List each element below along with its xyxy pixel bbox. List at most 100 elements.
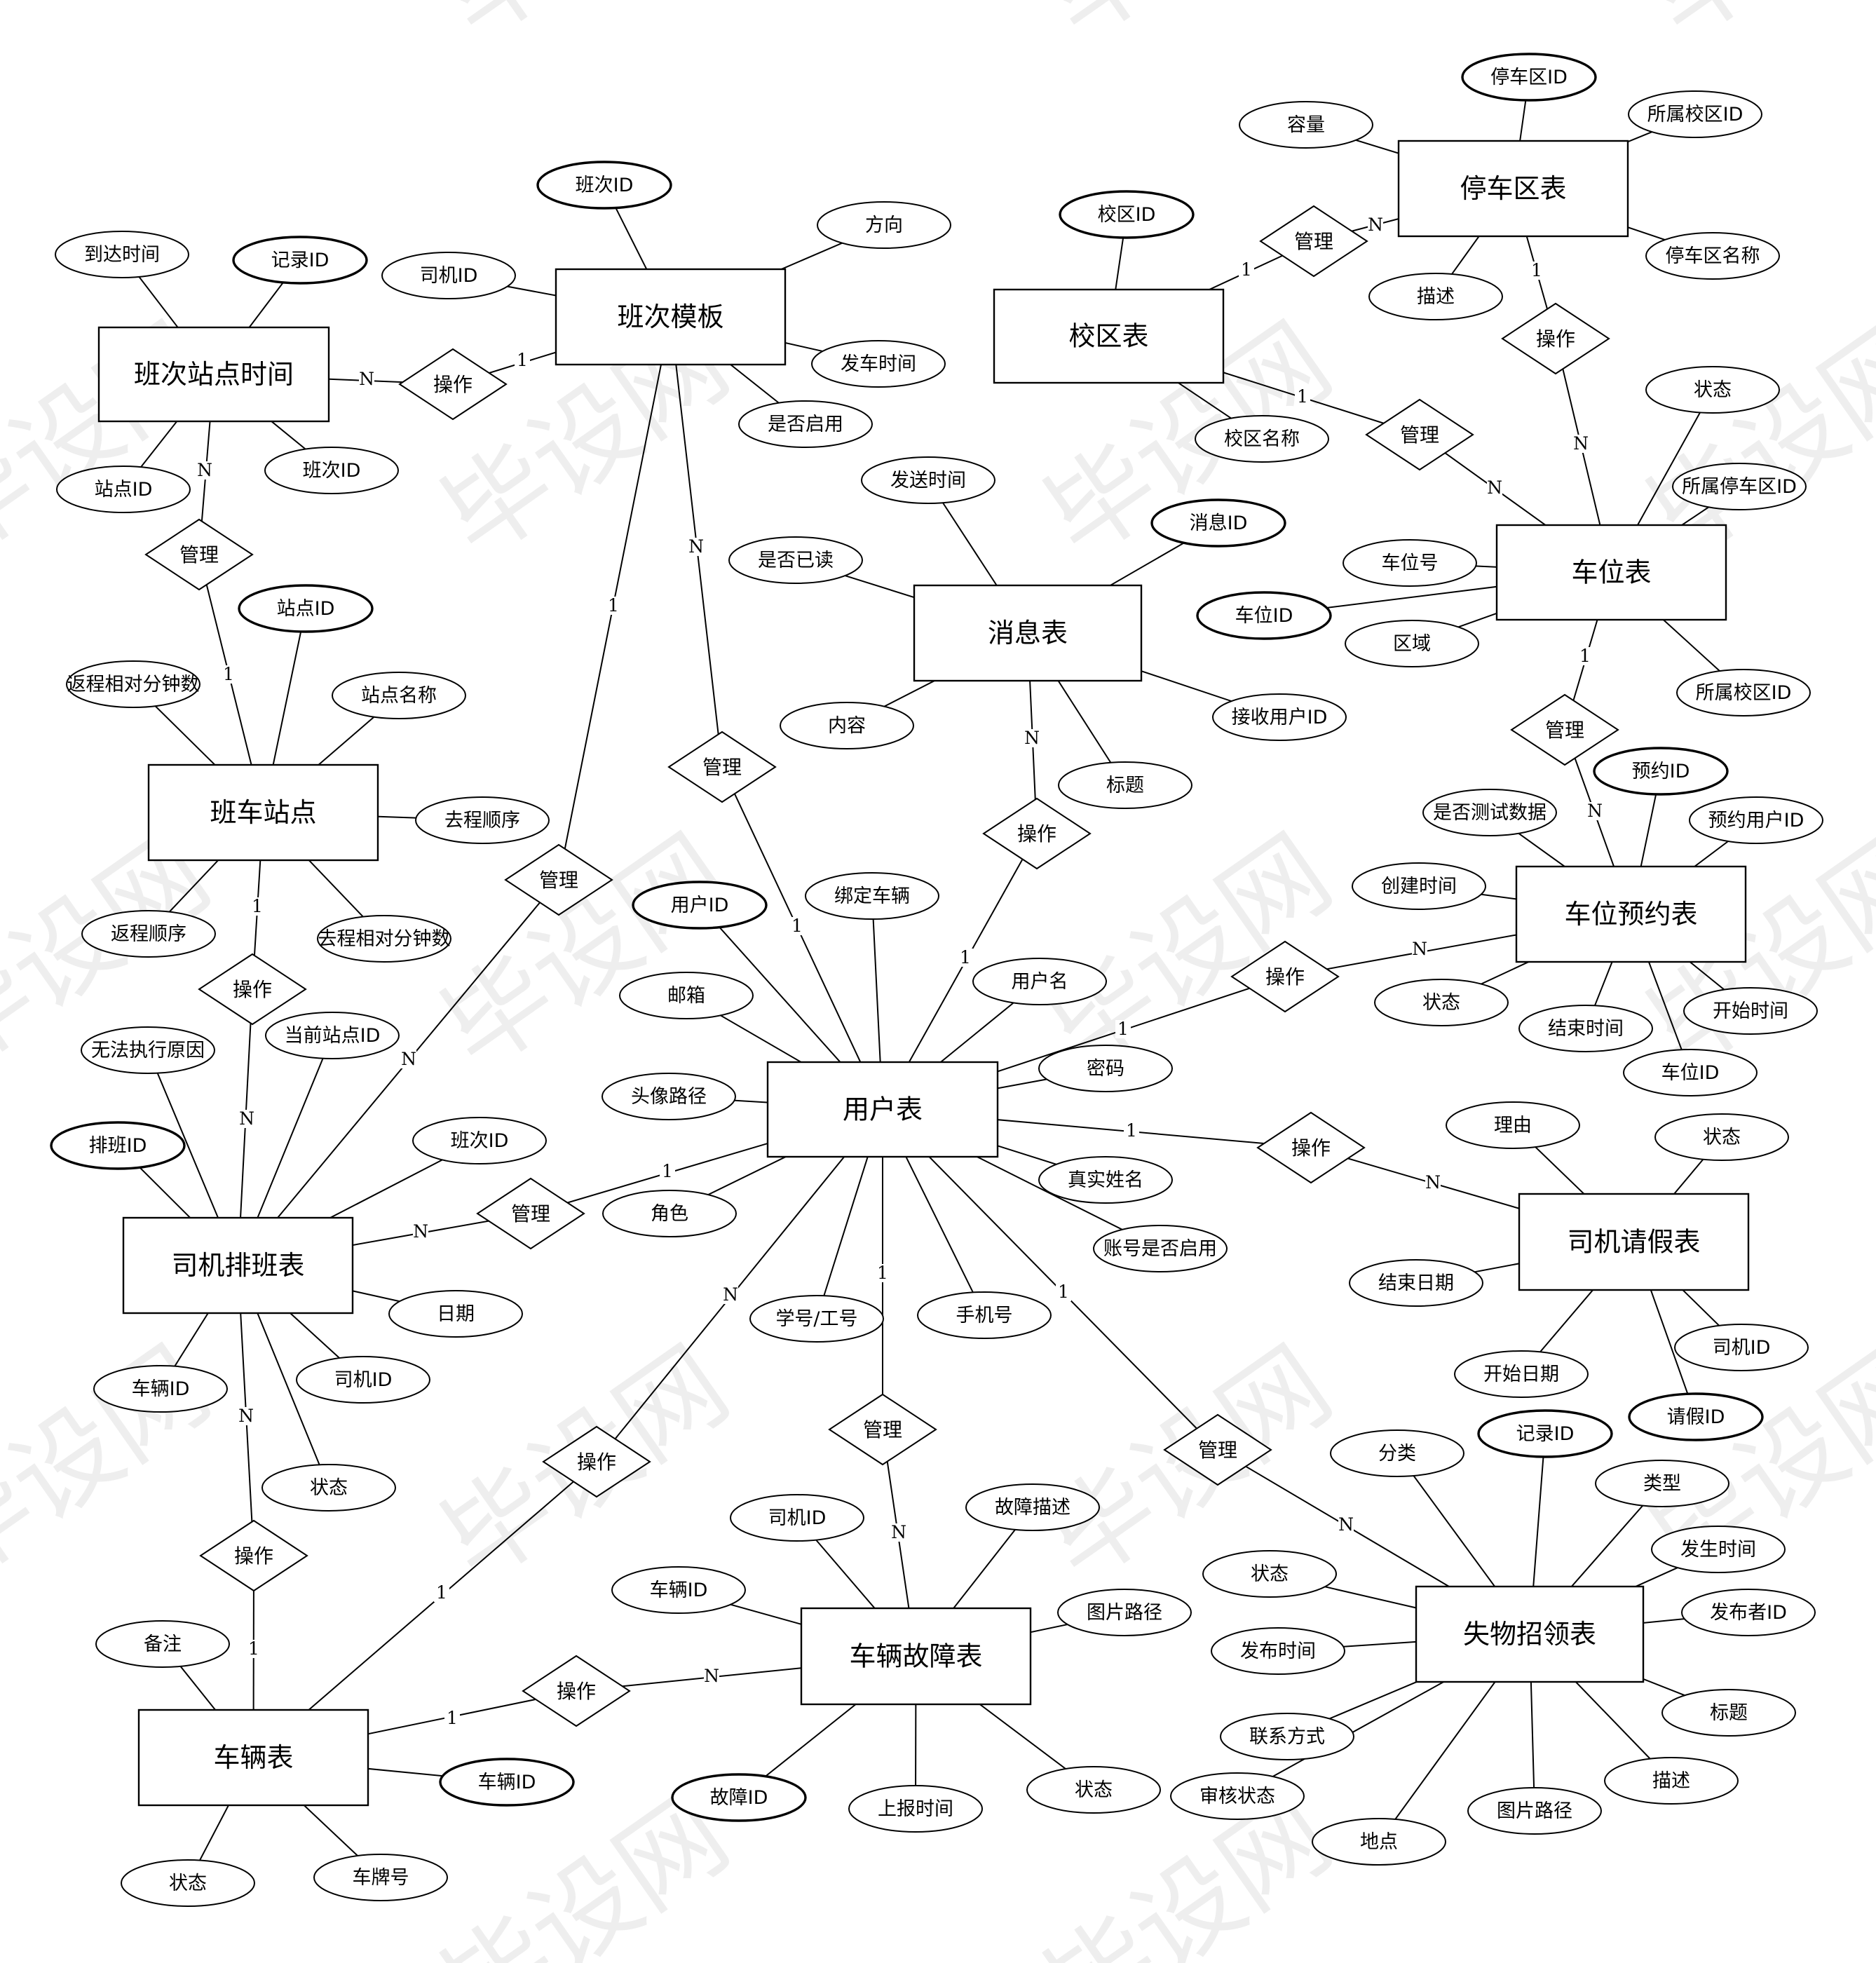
attribute-a-u-name[interactable]: 用户名 [972, 958, 1107, 1005]
attribute-a-l-id[interactable]: 请假ID [1628, 1392, 1764, 1441]
attribute-a-lf-title[interactable]: 标题 [1661, 1689, 1796, 1737]
attribute-a-sc-driver[interactable]: 司机ID [296, 1356, 430, 1404]
attribute-a-r-status[interactable]: 状态 [1374, 979, 1509, 1026]
entity-campus[interactable]: 校区表 [993, 288, 1225, 384]
attribute-a-lf-time[interactable]: 发生时间 [1651, 1526, 1786, 1573]
relationship-r-user-sched[interactable]: 管理 [476, 1177, 585, 1250]
attribute-a-st-name[interactable]: 站点名称 [332, 672, 466, 719]
attribute-a-sp-area[interactable]: 所属停车区ID [1672, 463, 1807, 510]
attribute-a-lf-img[interactable]: 图片路径 [1467, 1787, 1602, 1835]
relationship-r-station-sched[interactable]: 操作 [198, 953, 307, 1026]
attribute-a-st-ret-min[interactable]: 返程相对分钟数 [66, 660, 200, 708]
entity-reservation[interactable]: 车位预约表 [1515, 865, 1747, 963]
relationship-r-trip-sched[interactable]: 管理 [504, 843, 613, 916]
entity-spot[interactable]: 车位表 [1495, 524, 1727, 621]
attribute-a-lf-pubtime[interactable]: 发布时间 [1211, 1627, 1345, 1675]
attribute-a-sp-campus[interactable]: 所属校区ID [1676, 669, 1811, 716]
attribute-a-pa-cap[interactable]: 容量 [1239, 101, 1373, 149]
attribute-a-f-id[interactable]: 故障ID [671, 1773, 807, 1822]
attribute-a-sc-id[interactable]: 排班ID [50, 1121, 186, 1170]
attribute-a-lf-cat[interactable]: 分类 [1330, 1429, 1464, 1477]
attribute-a-lf-audit[interactable]: 审核状态 [1170, 1772, 1305, 1820]
attribute-a-lf-type[interactable]: 类型 [1595, 1460, 1729, 1507]
attribute-a-v-note[interactable]: 备注 [95, 1620, 230, 1668]
attribute-a-st-go-min[interactable]: 去程相对分钟数 [317, 915, 451, 963]
attribute-a-m-id[interactable]: 消息ID [1150, 498, 1286, 548]
attribute-a-c-id[interactable]: 校区ID [1059, 190, 1195, 239]
entity-schedule[interactable]: 司机排班表 [122, 1216, 354, 1315]
entity-template[interactable]: 班次模板 [555, 268, 787, 366]
attribute-a-lf-status[interactable]: 状态 [1202, 1550, 1337, 1598]
attribute-a-sc-date[interactable]: 日期 [388, 1290, 523, 1338]
attribute-a-tt-rid[interactable]: 记录ID [232, 236, 368, 285]
attribute-a-u-role[interactable]: 角色 [602, 1190, 737, 1237]
attribute-a-u-bind[interactable]: 绑定车辆 [805, 872, 939, 920]
attribute-a-trip-tid[interactable]: 班次ID [536, 161, 672, 210]
attribute-a-f-driver[interactable]: 司机ID [730, 1494, 864, 1542]
attribute-a-trip-depart[interactable]: 发车时间 [811, 340, 946, 388]
attribute-a-v-status[interactable]: 状态 [121, 1859, 255, 1907]
attribute-a-trip-driver[interactable]: 司机ID [381, 252, 516, 299]
relationship-r-campus-spot[interactable]: 管理 [1365, 398, 1474, 471]
attribute-a-st-ret-order[interactable]: 返程顺序 [81, 910, 216, 958]
relationship-r-user-trip[interactable]: 管理 [667, 731, 777, 803]
attribute-a-u-realname[interactable]: 真实姓名 [1038, 1156, 1173, 1204]
attribute-a-m-send[interactable]: 发送时间 [861, 456, 995, 504]
attribute-a-sc-vehicle[interactable]: 车辆ID [93, 1365, 228, 1413]
attribute-a-tt-trip[interactable]: 班次ID [264, 447, 399, 494]
attribute-a-f-vehicle[interactable]: 车辆ID [611, 1566, 746, 1614]
attribute-a-lf-desc[interactable]: 描述 [1604, 1757, 1739, 1805]
relationship-r-vehicle-fault[interactable]: 操作 [522, 1655, 631, 1727]
attribute-a-r-spot[interactable]: 车位ID [1623, 1049, 1758, 1096]
attribute-a-pa-id[interactable]: 停车区ID [1461, 53, 1597, 102]
attribute-a-u-enabled[interactable]: 账号是否启用 [1093, 1225, 1228, 1272]
attribute-a-pa-desc[interactable]: 描述 [1368, 273, 1503, 320]
entity-parking-area[interactable]: 停车区表 [1397, 140, 1629, 238]
attribute-a-f-desc[interactable]: 故障描述 [965, 1483, 1100, 1531]
attribute-a-pa-name[interactable]: 停车区名称 [1645, 232, 1780, 280]
attribute-a-m-content[interactable]: 内容 [780, 702, 914, 749]
attribute-a-st-go-order[interactable]: 去程顺序 [415, 796, 550, 844]
attribute-a-tt-arrive[interactable]: 到达时间 [55, 231, 189, 278]
attribute-a-sp-status[interactable]: 状态 [1645, 366, 1780, 414]
attribute-a-v-plate[interactable]: 车牌号 [313, 1854, 448, 1901]
attribute-a-r-id[interactable]: 预约ID [1593, 747, 1729, 796]
attribute-a-sc-cur-station[interactable]: 当前站点ID [265, 1012, 400, 1059]
attribute-a-st-id[interactable]: 站点ID [238, 584, 374, 633]
attribute-a-f-img[interactable]: 图片路径 [1057, 1589, 1192, 1636]
attribute-a-sp-no[interactable]: 车位号 [1343, 539, 1477, 587]
attribute-a-lf-publisher[interactable]: 发布者ID [1681, 1589, 1816, 1636]
attribute-a-v-id[interactable]: 车辆ID [439, 1758, 575, 1807]
entity-user[interactable]: 用户表 [766, 1061, 999, 1158]
entity-fault[interactable]: 车辆故障表 [800, 1607, 1032, 1706]
attribute-a-l-start[interactable]: 开始日期 [1454, 1350, 1589, 1398]
attribute-a-r-start[interactable]: 开始时间 [1683, 987, 1818, 1035]
relationship-r-sched-vehicle[interactable]: 操作 [199, 1519, 308, 1592]
relationship-r-user-vehicle[interactable]: 操作 [542, 1425, 651, 1498]
attribute-a-r-test[interactable]: 是否测试数据 [1422, 789, 1557, 836]
attribute-a-l-driver[interactable]: 司机ID [1674, 1324, 1809, 1371]
attribute-a-lf-contact[interactable]: 联系方式 [1220, 1713, 1354, 1760]
attribute-a-sc-trip[interactable]: 班次ID [412, 1117, 547, 1164]
relationship-r-area-spot[interactable]: 操作 [1501, 302, 1610, 375]
attribute-a-sc-status[interactable]: 状态 [261, 1464, 396, 1512]
relationship-r-user-leave[interactable]: 操作 [1256, 1111, 1366, 1184]
attribute-a-sp-region[interactable]: 区域 [1345, 620, 1479, 667]
attribute-a-u-sno[interactable]: 学号/工号 [749, 1295, 884, 1343]
attribute-a-u-pwd[interactable]: 密码 [1038, 1045, 1173, 1092]
relationship-r-user-fault[interactable]: 管理 [828, 1393, 937, 1466]
attribute-a-trip-enabled[interactable]: 是否启用 [738, 400, 873, 448]
attribute-a-lf-rid[interactable]: 记录ID [1477, 1409, 1613, 1458]
attribute-a-lf-place[interactable]: 地点 [1312, 1818, 1446, 1866]
attribute-a-r-end[interactable]: 结束时间 [1518, 1005, 1653, 1052]
relationship-r-user-lf[interactable]: 管理 [1163, 1413, 1272, 1486]
attribute-a-r-user[interactable]: 预约用户ID [1689, 796, 1823, 844]
relationship-r-tt-station[interactable]: 管理 [144, 518, 254, 591]
entity-station[interactable]: 班车站点 [147, 763, 379, 862]
attribute-a-c-name[interactable]: 校区名称 [1195, 415, 1329, 463]
attribute-a-u-phone[interactable]: 手机号 [917, 1291, 1052, 1339]
attribute-a-u-id[interactable]: 用户ID [632, 881, 768, 930]
entity-trip-time[interactable]: 班次站点时间 [97, 326, 330, 423]
attribute-a-tt-station[interactable]: 站点ID [56, 466, 191, 513]
attribute-a-m-read[interactable]: 是否已读 [728, 536, 863, 584]
